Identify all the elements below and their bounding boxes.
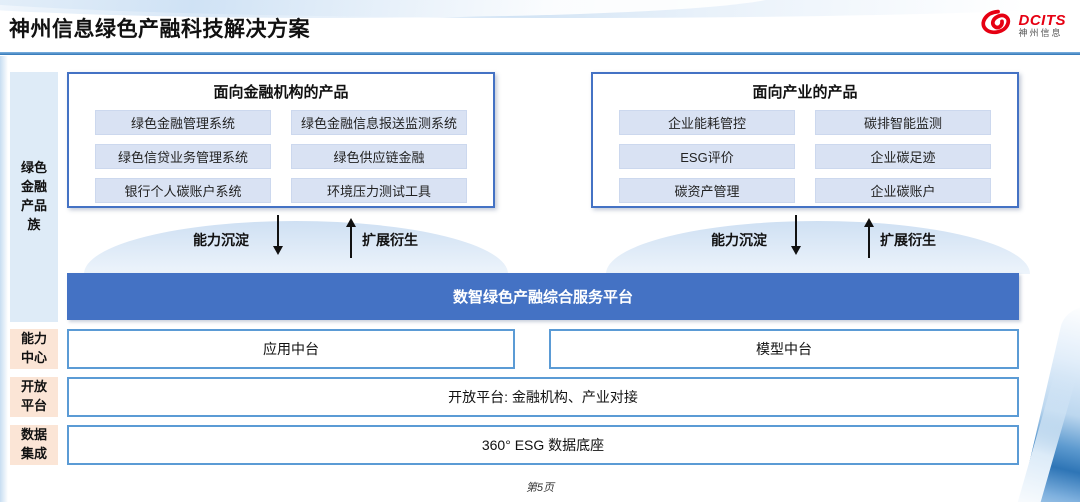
dome-decoration-right — [606, 221, 1030, 274]
product-item[interactable]: 企业碳账户 — [815, 178, 991, 203]
corner-swoosh-decoration — [985, 302, 1080, 502]
up-arrow-icon — [346, 218, 356, 258]
flow-label-expand-derive: 扩展衍生 — [362, 232, 418, 248]
product-item[interactable]: 企业能耗管控 — [619, 110, 795, 135]
product-item[interactable]: 绿色金融信息报送监测系统 — [291, 110, 467, 135]
product-group-title: 面向金融机构的产品 — [213, 84, 349, 101]
product-group-title: 面向产业的产品 — [752, 84, 858, 101]
down-arrow-icon — [273, 215, 283, 255]
product-item[interactable]: ESG评价 — [619, 144, 795, 169]
flow-label-capability-deposit: 能力沉淀 — [193, 232, 249, 248]
product-group-industry: 面向产业的产品 企业能耗管控 碳排智能监测 ESG评价 企业碳足迹 碳资产管理 … — [591, 72, 1019, 208]
esg-data-base-box: 360° ESG 数据底座 — [67, 425, 1019, 465]
open-platform-box: 开放平台: 金融机构、产业对接 — [67, 377, 1019, 417]
app-middle-platform-box: 应用中台 — [67, 329, 515, 369]
product-item[interactable]: 碳资产管理 — [619, 178, 795, 203]
sidebar-label-open-platform: 开放平台 — [10, 377, 58, 417]
product-item[interactable]: 环境压力测试工具 — [291, 178, 467, 203]
logo-brand-text: DCITS — [1018, 11, 1066, 29]
product-item[interactable]: 绿色金融管理系统 — [95, 110, 271, 135]
platform-bar: 数智绿色产融综合服务平台 — [67, 273, 1019, 320]
product-group-finance: 面向金融机构的产品 绿色金融管理系统 绿色金融信息报送监测系统 绿色信贷业务管理… — [67, 72, 495, 208]
sidebar-label-product-family: 绿色金融产品族 — [10, 72, 58, 322]
left-edge-gradient — [0, 56, 8, 502]
product-item[interactable]: 碳排智能监测 — [815, 110, 991, 135]
up-arrow-icon — [864, 218, 874, 258]
sidebar-label-capability-center: 能力中心 — [10, 329, 58, 369]
company-logo: DCITS 神州信息 — [979, 8, 1067, 43]
top-swoosh-decoration — [0, 0, 1080, 24]
dome-decoration-left — [84, 221, 508, 274]
product-item[interactable]: 绿色信贷业务管理系统 — [95, 144, 271, 169]
page-number: 第5页 — [525, 482, 555, 494]
product-item[interactable]: 企业碳足迹 — [815, 144, 991, 169]
flow-label-expand-derive: 扩展衍生 — [880, 232, 936, 248]
page-title: 神州信息绿色产融科技解决方案 — [9, 18, 310, 41]
flow-label-capability-deposit: 能力沉淀 — [711, 232, 767, 248]
product-item[interactable]: 银行个人碳账户系统 — [95, 178, 271, 203]
down-arrow-icon — [791, 215, 801, 255]
header-divider-line — [0, 52, 1080, 55]
logo-swirl-icon — [979, 8, 1015, 43]
product-item[interactable]: 绿色供应链金融 — [291, 144, 467, 169]
logo-company-text: 神州信息 — [1018, 27, 1063, 38]
swoosh-band — [0, 0, 780, 18]
sidebar-label-data-integration: 数据集成 — [10, 425, 58, 465]
model-middle-platform-box: 模型中台 — [549, 329, 1019, 369]
